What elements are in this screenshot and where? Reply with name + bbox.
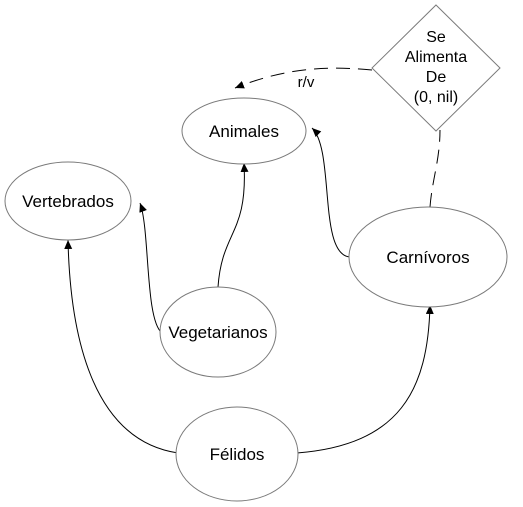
relation-diamond [371, 4, 501, 132]
node-animales [181, 97, 307, 165]
node-carnivoros [348, 206, 508, 308]
node-vertebrados [4, 161, 132, 241]
relation-label-line2: Alimenta [405, 49, 467, 66]
node-vegetarianos-label: Vegetarianos [168, 323, 267, 342]
relation-label-line3: De [426, 69, 447, 86]
node-felidos-label: Félidos [210, 445, 265, 464]
node-felidos [175, 406, 299, 502]
edge-vegetarianos-animales [217, 162, 249, 288]
edge-vegetarianos-vertebrados [139, 202, 163, 334]
edge-felidos-vertebrados [64, 239, 179, 454]
relation-label-line4: (0, nil) [414, 89, 458, 106]
node-vertebrados-label: Vertebrados [22, 192, 114, 211]
relation-label-line1: Se [426, 29, 446, 46]
node-animales-label: Animales [209, 122, 279, 141]
edge-felidos-carnivoros [296, 304, 434, 454]
edge-carnivoros-animales [311, 127, 351, 258]
node-vegetarianos [159, 286, 277, 378]
node-carnivoros-label: Carnívoros [386, 248, 469, 267]
edge-relation-animales [234, 67, 373, 89]
edge-carnivoros-relation [429, 129, 441, 208]
edge-label-rv: r/v [298, 74, 315, 91]
